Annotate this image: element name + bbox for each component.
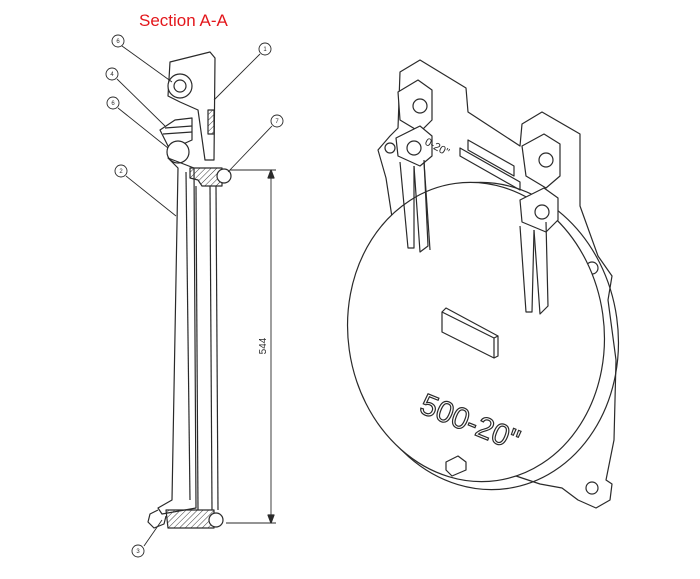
frame-slot [467, 139, 515, 177]
seat-bottom [165, 509, 215, 529]
callout-1 [258, 42, 272, 56]
callouts [105, 34, 284, 558]
frame-hole-left [384, 142, 396, 154]
callout-3-label: 3 [136, 549, 140, 555]
dimension-label: 544 [258, 337, 269, 354]
hinge-pin-top [167, 73, 193, 99]
callout-6a-label: 6 [116, 39, 120, 45]
callout-3 [131, 544, 145, 558]
callout-6a [111, 34, 125, 48]
arm-hatch [207, 109, 215, 135]
callout-4-label: 4 [110, 72, 114, 78]
section-title: Section A-A [139, 11, 228, 30]
section-view [147, 51, 276, 529]
disc-face [346, 181, 606, 483]
callout-4 [105, 67, 119, 81]
callout-7 [270, 114, 284, 128]
hinge-right [519, 133, 561, 315]
callout-2-label: 2 [119, 169, 123, 175]
flap-disc [157, 157, 197, 515]
hinge-left [395, 79, 433, 253]
frame-hole-bottom [585, 481, 599, 495]
callout-6b-label: 6 [111, 101, 115, 107]
callout-1-label: 1 [263, 47, 267, 53]
bottom-stud [445, 455, 467, 477]
callout-leaders [116, 45, 273, 547]
callout-6b [106, 96, 120, 110]
hinge-arm [167, 51, 216, 161]
callout-7-label: 7 [275, 119, 279, 125]
seat-top [189, 167, 223, 187]
hinge-pin-lower [166, 140, 190, 164]
gasket-top [216, 168, 232, 184]
callout-2 [114, 164, 128, 178]
gasket-bottom [208, 512, 224, 528]
isometric-view [346, 59, 620, 509]
